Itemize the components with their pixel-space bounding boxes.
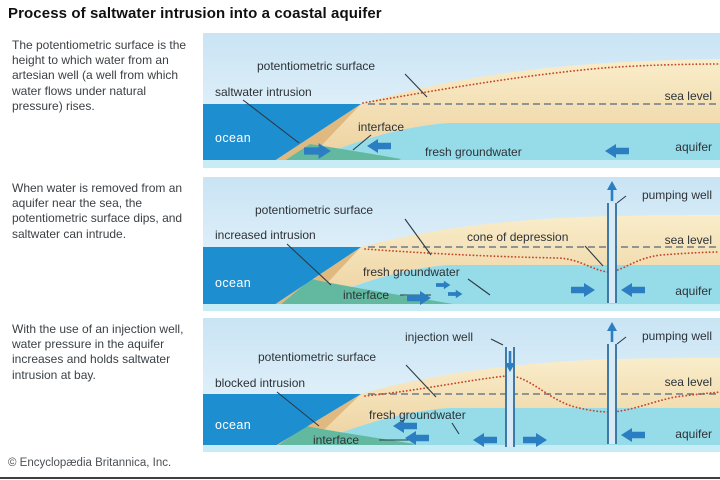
ocean-region	[203, 247, 361, 311]
panel-3-description: With the use of an injection well, water…	[12, 322, 184, 382]
panel-1-description: The potentiometric surface is the height…	[12, 38, 187, 113]
label-interface: interface	[343, 288, 390, 302]
label-potentiometric-surface: potentiometric surface	[257, 59, 376, 73]
panel-1-diagram	[203, 33, 720, 168]
label-saltwater-intrusion: saltwater intrusion	[215, 85, 312, 99]
injection-well	[505, 347, 515, 447]
label-fresh-groundwater: fresh groundwater	[369, 408, 466, 422]
label-potentiometric-surface: potentiometric surface	[255, 203, 374, 217]
sand-region	[265, 358, 720, 452]
potentiometric-surface-line	[362, 63, 720, 104]
label-ocean: ocean	[215, 418, 252, 432]
label-increased-intrusion: increased intrusion	[215, 228, 316, 242]
page-title: Process of saltwater intrusion into a co…	[8, 5, 382, 22]
label-sea-level: sea level	[664, 89, 712, 103]
panel-2-diagram	[203, 177, 720, 311]
ocean-region	[203, 104, 361, 167]
panel-2-description: When water is removed from an aquifer ne…	[12, 181, 183, 241]
label-ocean: ocean	[215, 131, 252, 145]
label-injection-well: injection well	[405, 330, 474, 344]
pumping-well	[607, 181, 617, 303]
panel-3-injection-well: potentiometric surface blocked intrusion…	[203, 318, 720, 452]
bottom-border	[0, 477, 720, 479]
label-ocean: ocean	[215, 276, 252, 290]
panel-1-natural-state: potentiometric surface saltwater intrusi…	[203, 33, 720, 168]
label-pumping-well: pumping well	[641, 188, 712, 202]
label-aquifer: aquifer	[675, 284, 712, 298]
potentiometric-surface-line	[364, 375, 720, 413]
panel-2-pumping-intrusion: potentiometric surface increased intrusi…	[203, 177, 720, 311]
sand-region	[265, 59, 720, 167]
label-interface: interface	[313, 433, 360, 447]
label-sea-level: sea level	[664, 375, 712, 389]
panel-base-strip	[203, 160, 720, 168]
label-fresh-groundwater: fresh groundwater	[363, 265, 460, 279]
pumping-well	[607, 322, 617, 444]
label-aquifer: aquifer	[675, 427, 712, 441]
pointer-lines	[242, 73, 428, 151]
pointer-lines	[286, 195, 627, 296]
label-sea-level: sea level	[664, 233, 712, 247]
pointer-lines	[276, 336, 627, 441]
label-cone-of-depression: cone of depression	[467, 230, 569, 244]
label-potentiometric-surface: potentiometric surface	[258, 350, 377, 364]
aquifer-region	[313, 265, 720, 304]
panel-base-strip	[203, 445, 720, 452]
ocean-region	[203, 394, 361, 452]
label-blocked-intrusion: blocked intrusion	[215, 376, 306, 390]
panel-3-diagram	[203, 318, 720, 452]
label-fresh-groundwater: fresh groundwater	[425, 145, 522, 159]
panel-base-strip	[203, 304, 720, 311]
label-interface: interface	[358, 120, 405, 134]
potentiometric-surface-line	[364, 248, 720, 273]
saltwater-wedge	[273, 279, 453, 311]
label-aquifer: aquifer	[675, 140, 712, 154]
copyright-credit: © Encyclopædia Britannica, Inc.	[8, 457, 172, 469]
sand-region	[265, 215, 720, 311]
label-pumping-well: pumping well	[641, 329, 712, 343]
